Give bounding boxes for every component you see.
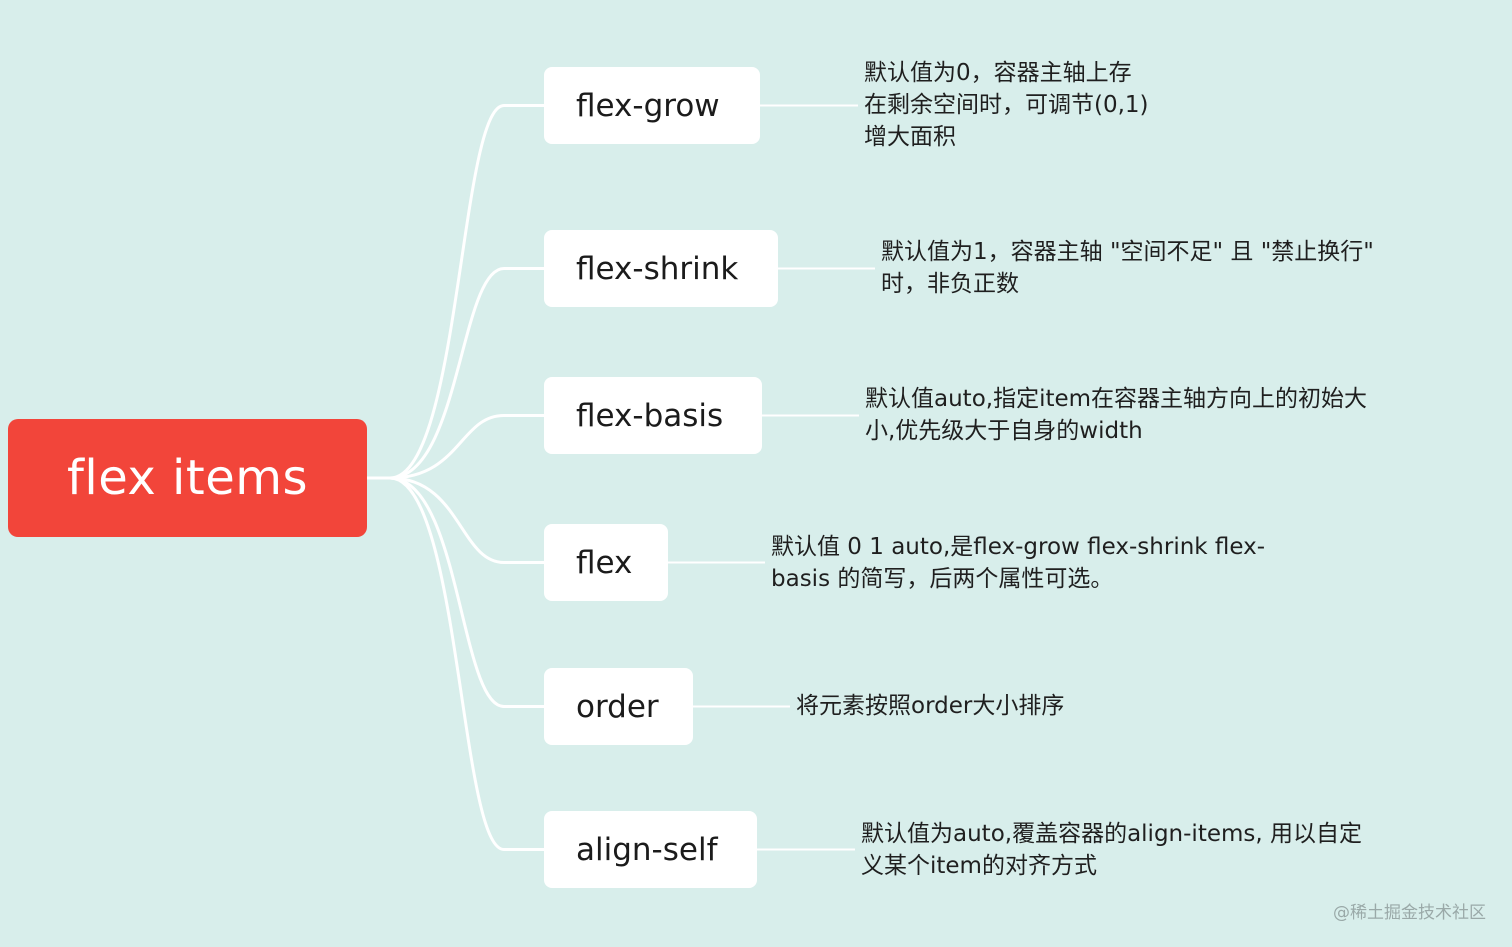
- node-flex-shrink: flex-shrink: [544, 230, 778, 307]
- desc-flex-shrink: 默认值为1，容器主轴 "空间不足" 且 "禁止换行" 时，非负正数: [881, 239, 1374, 297]
- branch-connector-flex-basis: [389, 414, 544, 480]
- node-align-self: align-self: [544, 811, 757, 888]
- node-order: order: [544, 668, 693, 745]
- desc-flex-grow: 默认值为0，容器主轴上存 在剩余空间时，可调节(0,1) 增大面积: [864, 60, 1149, 150]
- node-flex-grow: flex-grow: [544, 67, 760, 144]
- node-flex-basis: flex-basis: [544, 377, 762, 454]
- watermark: @稀土掘金技术社区: [1333, 903, 1486, 923]
- branch-connector-align-self: [389, 476, 544, 851]
- branch-connector-flex: [389, 476, 544, 564]
- branch-connector-order: [389, 476, 544, 708]
- branch-connector-flex-shrink: [389, 267, 544, 480]
- desc-align-self: 默认值为auto,覆盖容器的align-items, 用以自定 义某个item的…: [861, 821, 1362, 879]
- branch-connector-flex-grow: [389, 104, 544, 480]
- node-flex: flex: [544, 524, 668, 601]
- root-node: flex items: [8, 419, 367, 537]
- desc-flex-basis: 默认值auto,指定item在容器主轴方向上的初始大 小,优先级大于自身的wid…: [865, 386, 1368, 444]
- desc-order: 将元素按照order大小排序: [796, 693, 1065, 719]
- desc-flex: 默认值 0 1 auto,是flex-grow flex-shrink flex…: [771, 534, 1266, 592]
